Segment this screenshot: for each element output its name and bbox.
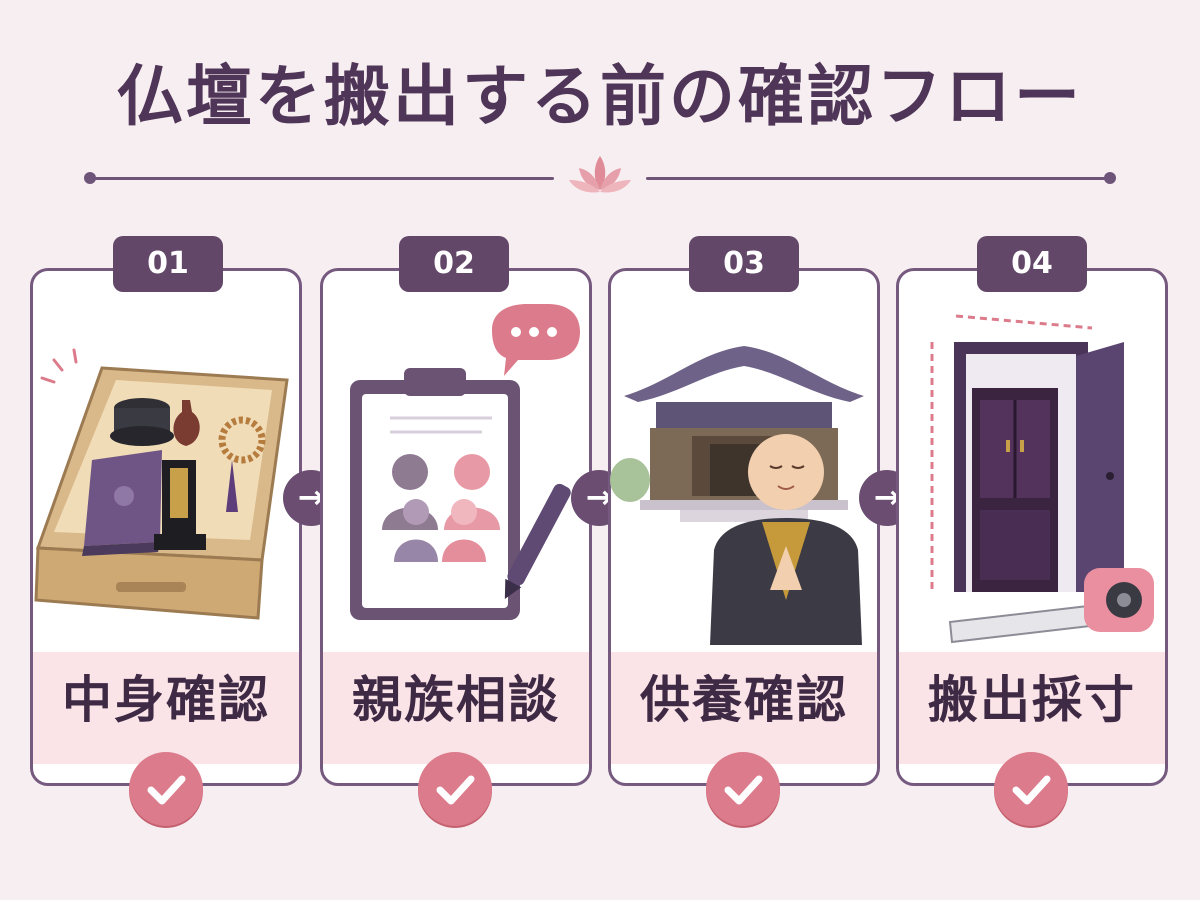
family-clipboard-icon — [350, 304, 580, 620]
check-icon-3 — [706, 752, 780, 826]
step-number-badge-2: 02 — [399, 236, 509, 292]
step-number-badge-4: 04 — [977, 236, 1087, 292]
step-label-3: 供養確認 — [640, 671, 848, 729]
step-label-band-1 — [33, 652, 299, 764]
lotus-icon — [569, 156, 631, 193]
butsudan-drawer-items-icon — [34, 348, 289, 620]
divider-line-right — [646, 177, 1108, 180]
step-label-4: 搬出採寸 — [928, 671, 1136, 729]
step-number-badge-3: 03 — [689, 236, 799, 292]
divider-dot-right — [1104, 172, 1116, 184]
check-icon-4 — [994, 752, 1068, 826]
page-title: 仏壇を搬出する前の確認フロー — [117, 58, 1083, 135]
divider-line-left — [92, 177, 554, 180]
check-icon-1 — [129, 752, 203, 826]
step-label-band-4 — [899, 652, 1165, 764]
divider-dot-left — [84, 172, 96, 184]
step-label-band-3 — [611, 652, 877, 764]
step-label-1: 中身確認 — [62, 671, 270, 729]
step-number-badge-1: 01 — [113, 236, 223, 292]
check-icon-2 — [418, 752, 492, 826]
temple-monk-icon — [610, 346, 864, 645]
door-measure-icon — [930, 314, 1154, 644]
step-label-band-2 — [323, 652, 589, 764]
step-label-2: 親族相談 — [352, 671, 560, 729]
